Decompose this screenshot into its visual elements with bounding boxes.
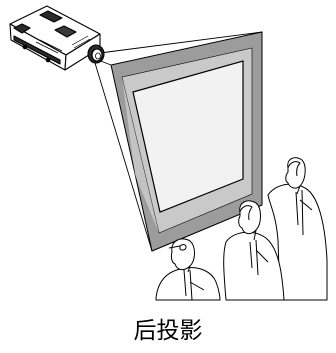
- audience-person: [155, 238, 221, 301]
- projection-screen: [110, 31, 263, 252]
- audience: [155, 157, 328, 301]
- audience-person: [223, 200, 285, 301]
- projector-icon: [9, 5, 105, 71]
- diagram-caption: 后投影: [133, 318, 203, 344]
- audience-person: [267, 157, 328, 301]
